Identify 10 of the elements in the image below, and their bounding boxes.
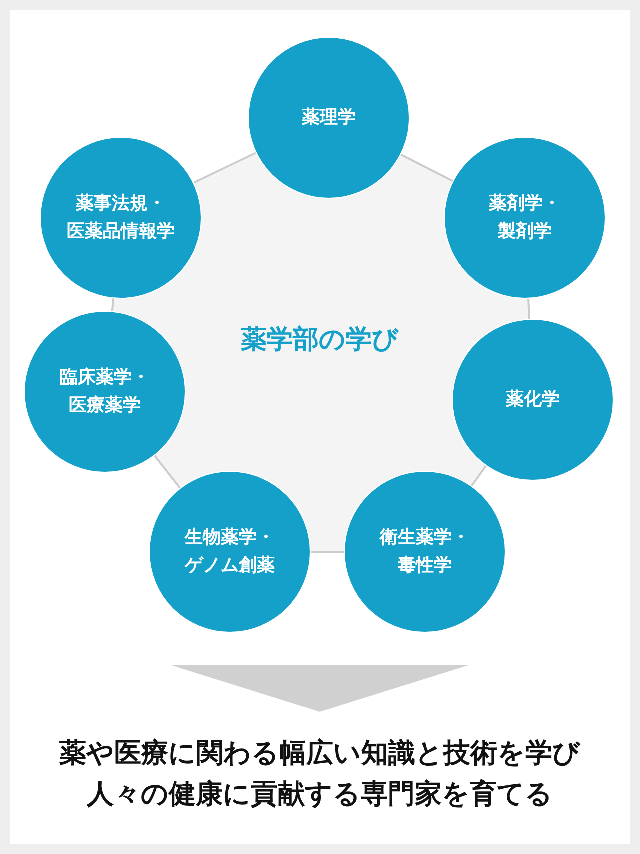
- center-title: 薬学部の学び: [240, 324, 400, 357]
- subject-label: 臨床薬学・医療薬学: [60, 366, 150, 418]
- down-arrow: [170, 665, 470, 712]
- subject-label: 薬事法規・医薬品情報学: [67, 192, 175, 244]
- subject-label: 衛生薬学・毒性学: [380, 526, 470, 578]
- subject-label: 生物薬学・ゲノム創薬: [185, 526, 275, 578]
- summary-text: 薬や医療に関わる幅広い知識と技術を学び人々の健康に貢献する専門家を育てる: [52, 734, 588, 815]
- subject-label: 薬化学: [506, 388, 560, 412]
- subject-label: 薬剤学・製剤学: [489, 192, 561, 244]
- subject-label: 薬理学: [302, 106, 356, 130]
